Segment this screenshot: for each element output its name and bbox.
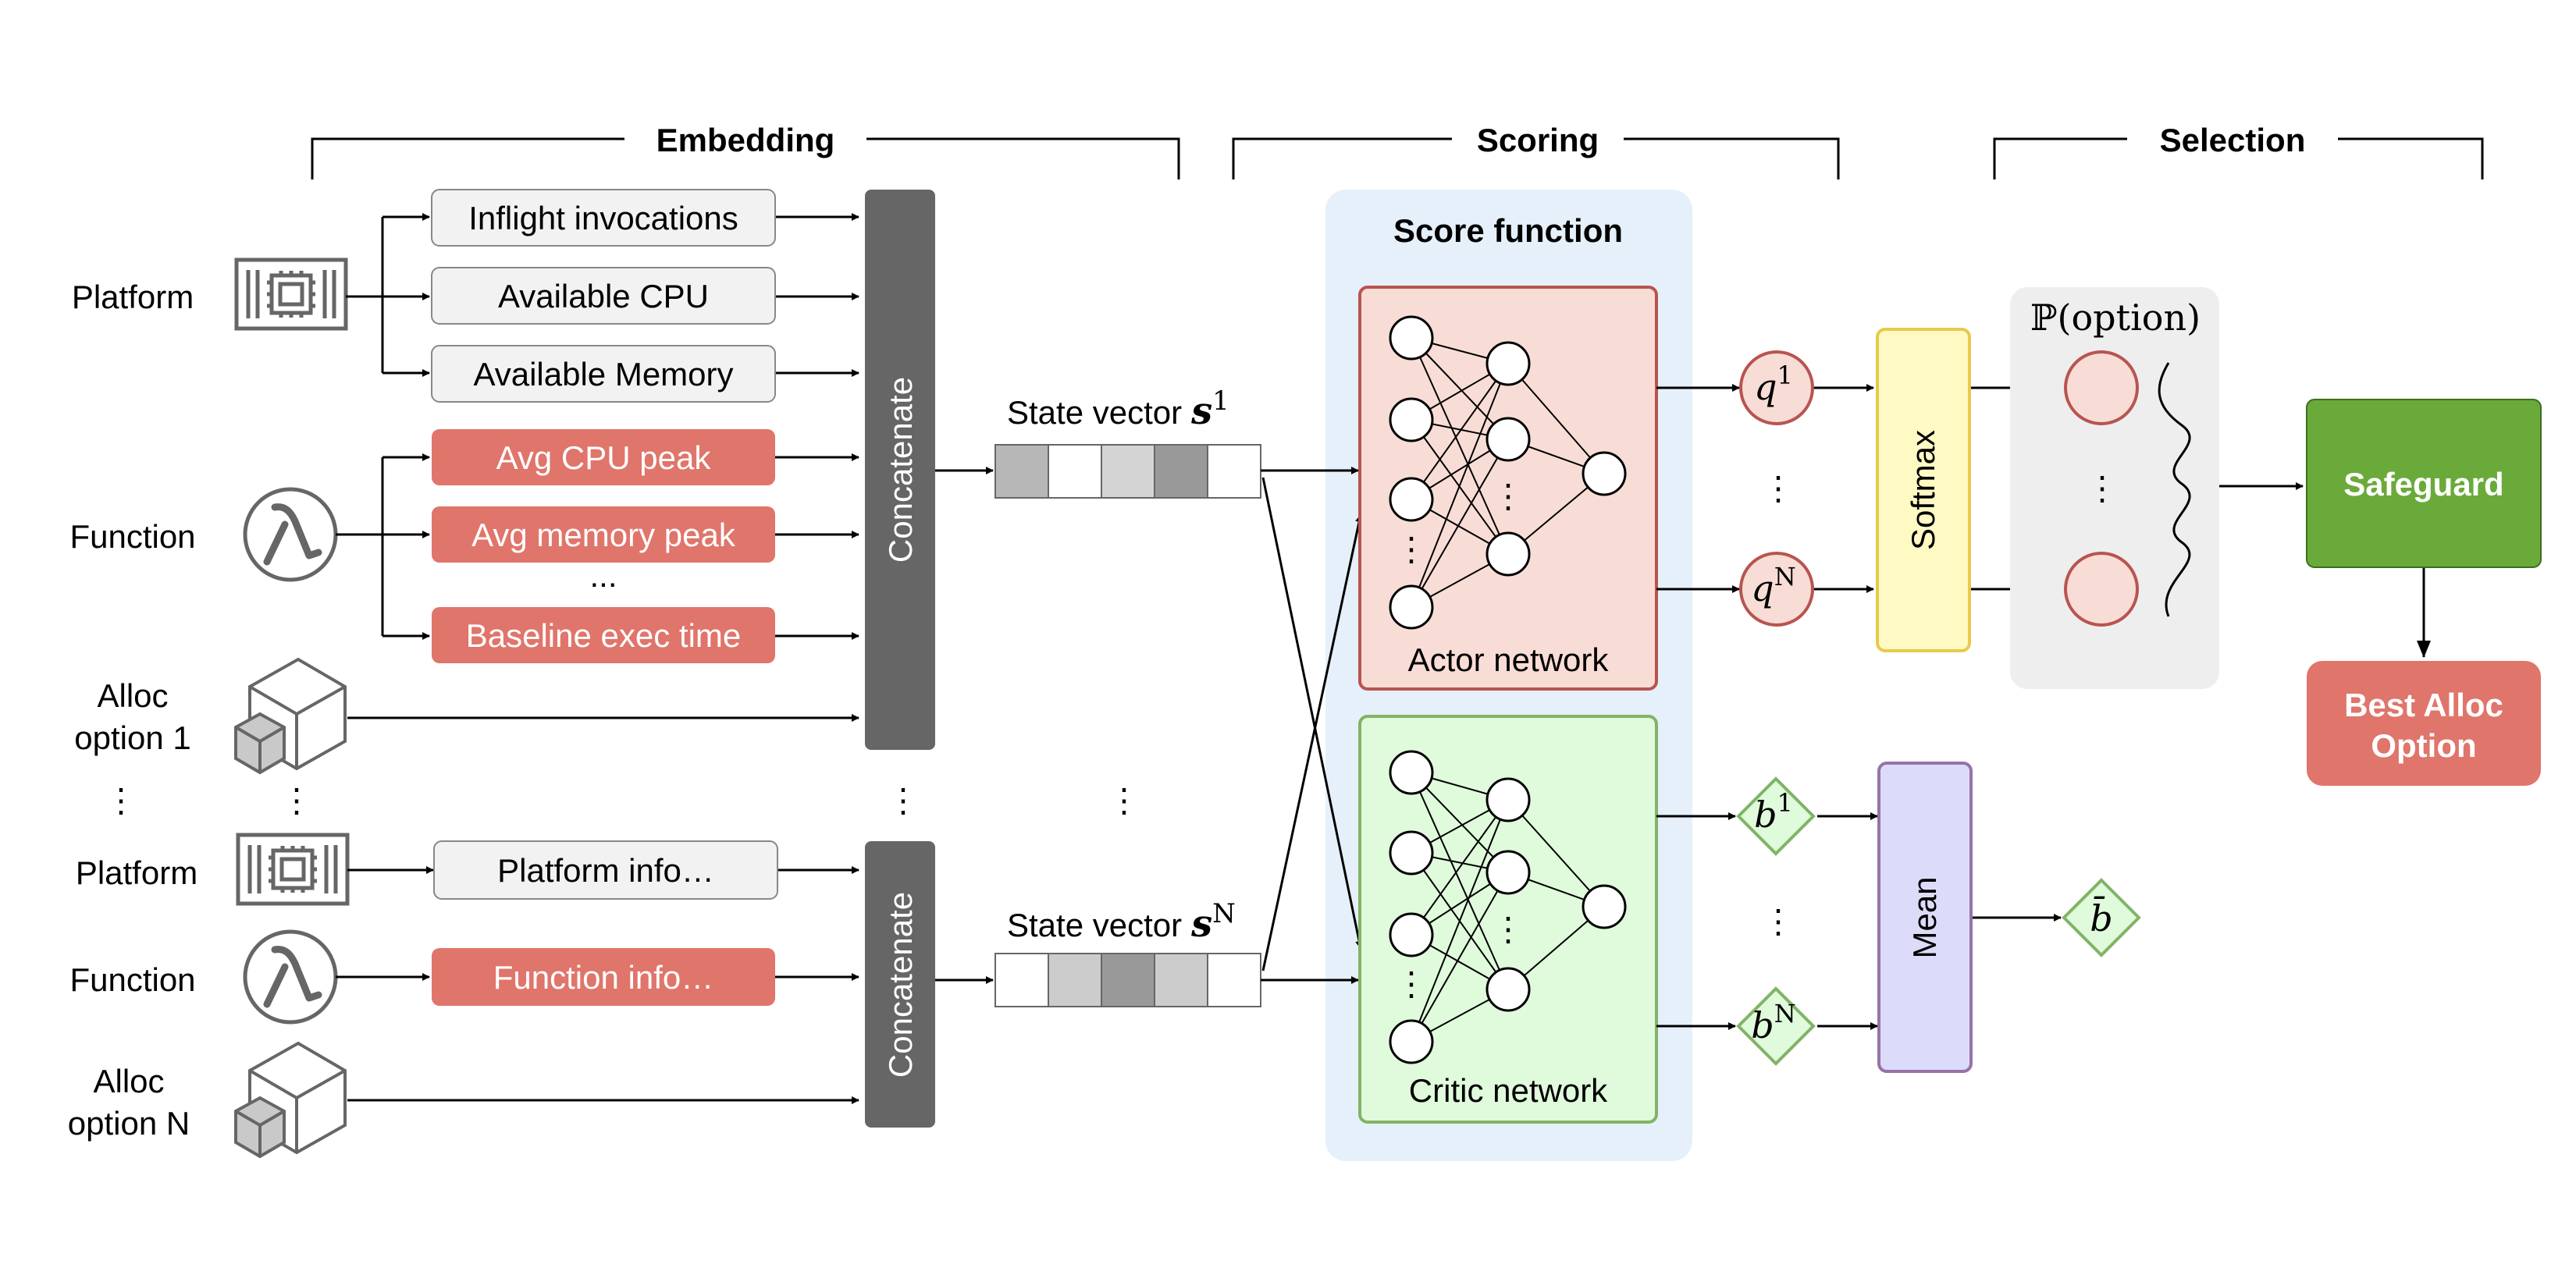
state-vector-1 [994, 444, 1261, 499]
svg-text:Safeguard: Safeguard [2343, 466, 2503, 503]
probability-label: ℙ(option) [2030, 297, 2201, 339]
actor-network: ⋮ ⋮ Actor network [1358, 286, 1658, 691]
svg-text:Available CPU: Available CPU [498, 278, 709, 314]
feature-available-cpu: Available CPU [431, 267, 776, 325]
score-function-title: Score function [1393, 212, 1623, 249]
platform-n-chip-icon [236, 833, 350, 906]
probability-panel: ℙ(option) ⋮ [2010, 287, 2219, 689]
q-ellipsis: ⋮ [1762, 470, 1795, 506]
svg-text:Baseline exec time: Baseline exec time [466, 617, 742, 654]
b-n-node: bN [1736, 986, 1816, 1066]
svg-text:Available Memory: Available Memory [473, 356, 733, 392]
alloc-n-cube-icon [234, 1041, 347, 1159]
svg-text:b̄: b̄ [2090, 895, 2112, 939]
alloc-n-label-line2: option N [68, 1105, 190, 1142]
ellipsis-concat: ⋮ [887, 782, 920, 819]
svg-text:q1: q1 [1754, 361, 1793, 408]
platform-label: Platform [72, 279, 194, 315]
svg-text:⋮: ⋮ [2086, 470, 2119, 506]
svg-text:⋮: ⋮ [1395, 531, 1428, 567]
feature-avg-memory-peak: Avg memory peak [432, 506, 775, 563]
section-brackets [311, 137, 2484, 179]
concatenate-block-n: Concatenate [865, 841, 935, 1128]
prob-n-node [2064, 552, 2139, 627]
platform-chip-icon [234, 258, 348, 331]
svg-text:Option: Option [2371, 727, 2476, 764]
svg-text:Platform info…: Platform info… [497, 852, 714, 889]
best-alloc-option-block: Best Alloc Option [2307, 661, 2541, 786]
b-1-node: b1 [1736, 776, 1816, 856]
prob-1-node [2064, 350, 2139, 425]
actor-network-label: Actor network [1408, 641, 1610, 678]
svg-text:Mean: Mean [1906, 876, 1943, 958]
ellipsis-labels: ⋮ [105, 782, 137, 819]
feature-inflight: Inflight invocations [431, 189, 776, 247]
safeguard-block: Safeguard [2306, 399, 2542, 568]
critic-network-label: Critic network [1409, 1072, 1608, 1109]
svg-text:Function info…: Function info… [493, 959, 713, 996]
svg-text:⋮: ⋮ [1395, 965, 1428, 1002]
svg-text:Avg CPU peak: Avg CPU peak [496, 439, 712, 476]
svg-text:⋮: ⋮ [1492, 911, 1525, 947]
embedding-connectors [336, 213, 859, 1104]
b-ellipsis: ⋮ [1762, 903, 1795, 939]
alloc-1-label-line2: option 1 [74, 719, 190, 756]
svg-text:Concatenate: Concatenate [882, 892, 919, 1078]
svg-text:Avg memory peak: Avg memory peak [471, 517, 736, 553]
q-n-node: qN [1739, 552, 1814, 627]
platform-n-label: Platform [76, 854, 197, 891]
concatenate-block-1: Concatenate [865, 190, 935, 750]
svg-text:b1: b1 [1754, 788, 1793, 836]
ellipsis-state: ⋮ [1108, 782, 1140, 819]
feature-function-info: Function info… [432, 948, 775, 1006]
svg-text:Inflight invocations: Inflight invocations [468, 200, 738, 236]
svg-text:Best Alloc: Best Alloc [2344, 687, 2503, 723]
svg-text:qN: qN [1751, 562, 1795, 609]
lambda-icon [243, 487, 338, 582]
feature-available-memory: Available Memory [431, 345, 776, 403]
alloc-cube-icon [234, 657, 347, 775]
function-n-label: Function [69, 961, 195, 998]
svg-text:⋮: ⋮ [1492, 478, 1525, 514]
softmax-block: Softmax [1876, 328, 1971, 652]
svg-text:Concatenate: Concatenate [882, 377, 919, 563]
section-selection: Selection [2160, 122, 2306, 158]
feature-baseline-exec-time: Baseline exec time [432, 607, 775, 663]
section-scoring: Scoring [1477, 122, 1599, 158]
alloc-1-label-line1: Alloc [97, 677, 168, 714]
lambda-n-icon [243, 929, 338, 1025]
ellipsis-icons: ⋮ [280, 782, 313, 819]
svg-text:bN: bN [1751, 999, 1795, 1046]
feature-avg-cpu-peak: Avg CPU peak [432, 429, 775, 485]
probability-distribution-curve [2158, 362, 2191, 617]
critic-network: ⋮ ⋮ Critic network [1358, 715, 1658, 1124]
svg-text:Softmax: Softmax [1905, 430, 1941, 550]
alloc-n-label-line1: Alloc [93, 1063, 164, 1099]
concat-to-state-arrows [935, 467, 994, 984]
q-1-node: q1 [1739, 350, 1814, 425]
state-vector-n [994, 953, 1261, 1007]
feature-platform-info: Platform info… [433, 840, 778, 900]
function-label: Function [69, 518, 195, 555]
b-bar-node: b̄ [2062, 878, 2141, 957]
section-embedding: Embedding [656, 122, 835, 158]
state-to-network-arrows [1261, 467, 1364, 984]
mean-block: Mean [1877, 762, 1973, 1073]
feature-more-ellipsis: ... [589, 557, 617, 594]
